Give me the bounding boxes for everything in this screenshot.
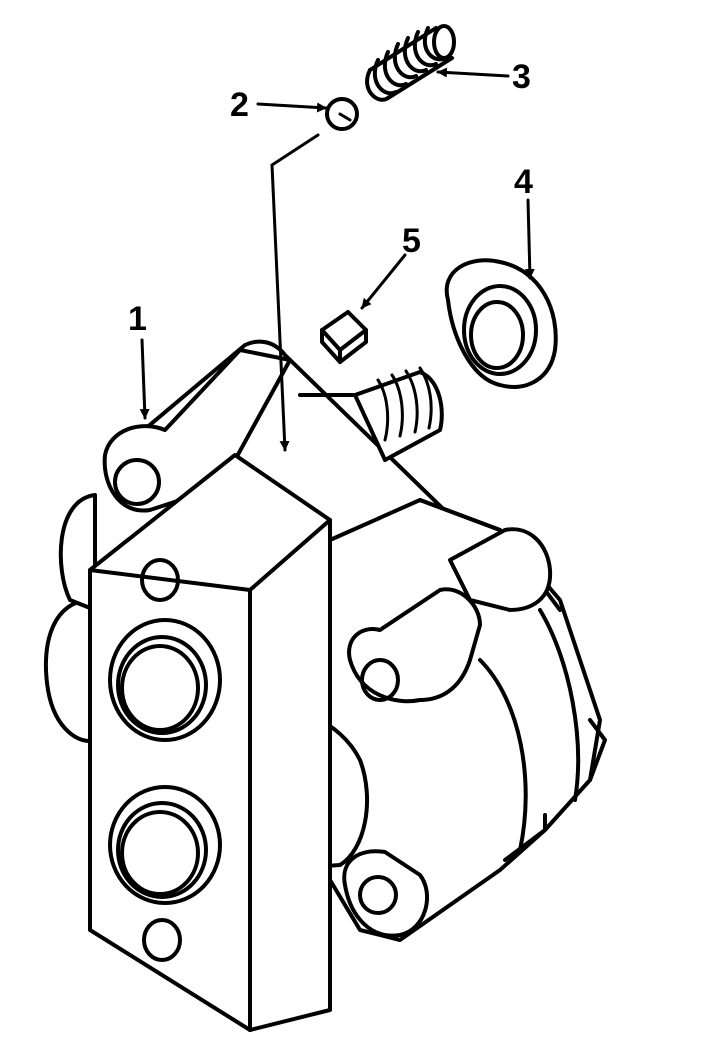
callout-2: 2 [230,86,328,124]
callout-5: 5 [360,222,421,310]
svg-text:4: 4 [514,163,533,201]
spring [365,24,456,102]
check-ball [270,97,359,452]
callout-1: 1 [128,300,150,420]
callout-3: 3 [436,58,531,96]
svg-text:1: 1 [128,300,147,338]
woodruff-key [320,310,368,364]
callout-4: 4 [514,163,535,280]
pump-housing [43,339,607,1032]
svg-text:5: 5 [402,222,421,260]
svg-text:3: 3 [512,58,531,96]
svg-text:2: 2 [230,86,249,124]
shaft-seal [444,258,558,389]
